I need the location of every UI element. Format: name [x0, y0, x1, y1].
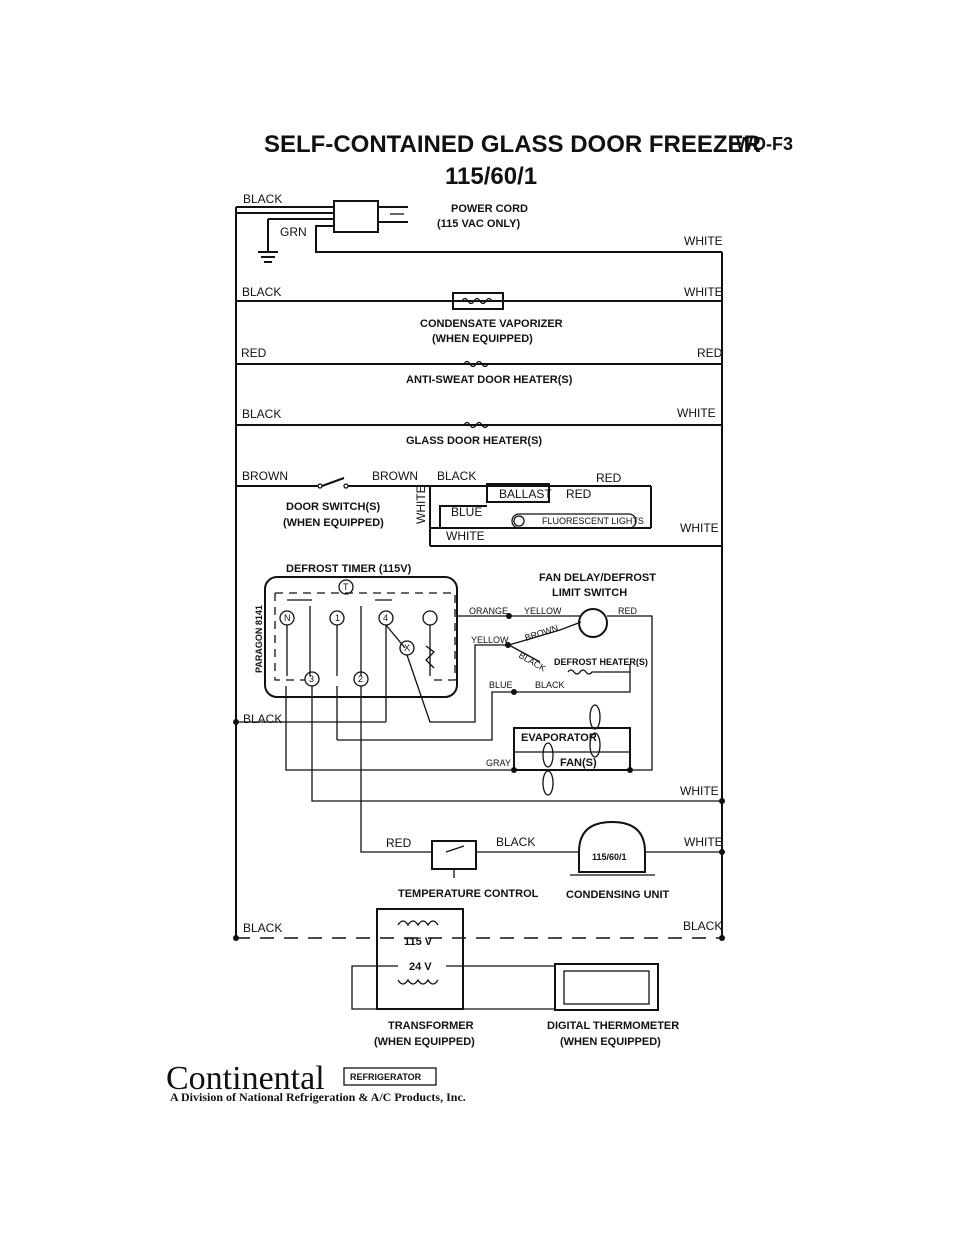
condensing-unit-label: CONDENSING UNIT	[566, 889, 670, 901]
defrost-heater-label: DEFROST HEATER(S)	[554, 657, 648, 667]
digital-thermometer-box	[554, 963, 659, 1011]
door-switch-label: DOOR SWITCH(S)	[286, 501, 380, 513]
wire-label-black-6: BLACK	[535, 680, 565, 690]
glass-heater-label: GLASS DOOR HEATER(S)	[406, 435, 542, 447]
power-cord-label: POWER CORD	[451, 203, 528, 215]
timer-internals	[274, 579, 456, 687]
limit-switch-symbol	[578, 608, 608, 638]
condensing-unit-symbol	[578, 820, 646, 873]
wire-label-red-4: RED	[566, 487, 592, 501]
transformer-box	[376, 908, 464, 1010]
evaporator-box	[513, 727, 631, 771]
v115-label: 115 V	[404, 936, 433, 948]
evaporator-label: EVAPORATOR	[521, 732, 597, 744]
power-cord-note: (115 VAC ONLY)	[437, 218, 520, 230]
defrost-timer-label: DEFROST TIMER (115V)	[286, 563, 412, 575]
timer-terminal-2: 2	[358, 674, 363, 684]
thermometer-label: DIGITAL THERMOMETER	[547, 1020, 679, 1032]
wire-label-grn: GRN	[280, 225, 307, 239]
brand-name: Continental	[166, 1060, 325, 1097]
wire-label-brown-3: BROWN	[524, 623, 560, 643]
timer-terminal-4: 4	[383, 613, 388, 623]
timer-terminal-3: 3	[309, 674, 314, 684]
thermometer-note: (WHEN EQUIPPED)	[560, 1036, 661, 1048]
wire-label-gray: GRAY	[486, 758, 511, 768]
wire-label-white-2: WHITE	[684, 285, 723, 299]
paragon-label: PARAGON 8141	[254, 605, 264, 673]
wire-label-yellow-2: YELLOW	[471, 635, 509, 645]
fan-icon	[542, 704, 601, 796]
model-number: WD-F3	[736, 134, 793, 154]
door-switch-circuit	[236, 477, 722, 547]
vaporizer-note: (WHEN EQUIPPED)	[432, 333, 533, 345]
vaporizer-label: CONDENSATE VAPORIZER	[420, 318, 563, 330]
timer-terminal-x: X	[404, 643, 410, 653]
timer-terminal-n: N	[284, 613, 291, 623]
wire-label-black-cord: BLACK	[243, 192, 282, 206]
diagram-title: SELF-CONTAINED GLASS DOOR FREEZER	[264, 131, 761, 158]
division-text: A Division of National Refrigeration & A…	[170, 1090, 466, 1104]
timer-terminal-t: T	[343, 582, 349, 592]
timer-terminal-1: 1	[335, 613, 340, 623]
wire-label-white-5: WHITE	[680, 521, 719, 535]
wire-label-black-10: BLACK	[683, 919, 722, 933]
wire-label-white-cord: WHITE	[684, 234, 723, 248]
wire-label-brown-1: BROWN	[242, 469, 288, 483]
brand-badge-text: REFRIGERATOR	[350, 1072, 422, 1082]
wire-label-orange: ORANGE	[469, 606, 508, 616]
ballast-label: BALLAST	[499, 487, 552, 501]
wire-label-blue-2: BLUE	[489, 680, 513, 690]
brand-badge	[343, 1067, 437, 1086]
limit-switch-label: LIMIT SWITCH	[552, 587, 627, 599]
wire-label-red-2: RED	[697, 346, 723, 360]
wire-label-black-7: BLACK	[517, 650, 548, 673]
wire-label-black-5: BLACK	[243, 712, 282, 726]
wire-label-black-9: BLACK	[243, 921, 282, 935]
condensing-unit-rating: 115/60/1	[592, 852, 627, 862]
wire-label-black-3: BLACK	[242, 407, 281, 421]
wire-label-black-2: BLACK	[242, 285, 281, 299]
fans-label: FAN(S)	[560, 757, 597, 769]
wire-label-white-vertical: WHITE	[414, 485, 428, 524]
wire-label-black-4: BLACK	[437, 469, 476, 483]
wire-label-blue-1: BLUE	[451, 505, 482, 519]
wire-label-red-6: RED	[386, 836, 412, 850]
wire-label-black-8: BLACK	[496, 835, 535, 849]
fluorescent-label: FLUORESCENT LIGHTS	[542, 516, 644, 526]
fan-delay-label: FAN DELAY/DEFROST	[539, 572, 656, 584]
v24-label: 24 V	[409, 961, 432, 973]
wire-label-red-3: RED	[596, 471, 622, 485]
timer-wiring	[233, 613, 725, 853]
door-switch-note: (WHEN EQUIPPED)	[283, 517, 384, 529]
wire-label-red-1: RED	[241, 346, 267, 360]
wire-label-yellow-1: YELLOW	[524, 606, 562, 616]
anti-sweat-label: ANTI-SWEAT DOOR HEATER(S)	[406, 374, 573, 386]
transformer-note: (WHEN EQUIPPED)	[374, 1036, 475, 1048]
transformer-label: TRANSFORMER	[388, 1020, 474, 1032]
wire-label-white-7: WHITE	[684, 835, 723, 849]
wire-label-white-6: WHITE	[680, 784, 719, 798]
voltage-rating: 115/60/1	[445, 163, 537, 190]
temperature-control-box	[431, 840, 477, 870]
wire-label-white-4: WHITE	[446, 529, 485, 543]
temperature-control-label: TEMPERATURE CONTROL	[398, 888, 539, 900]
wire-label-brown-2: BROWN	[372, 469, 418, 483]
wire-label-red-5: RED	[618, 606, 638, 616]
wire-label-white-3: WHITE	[677, 406, 716, 420]
vaporizer-element	[452, 292, 504, 310]
power-cord	[236, 200, 722, 263]
